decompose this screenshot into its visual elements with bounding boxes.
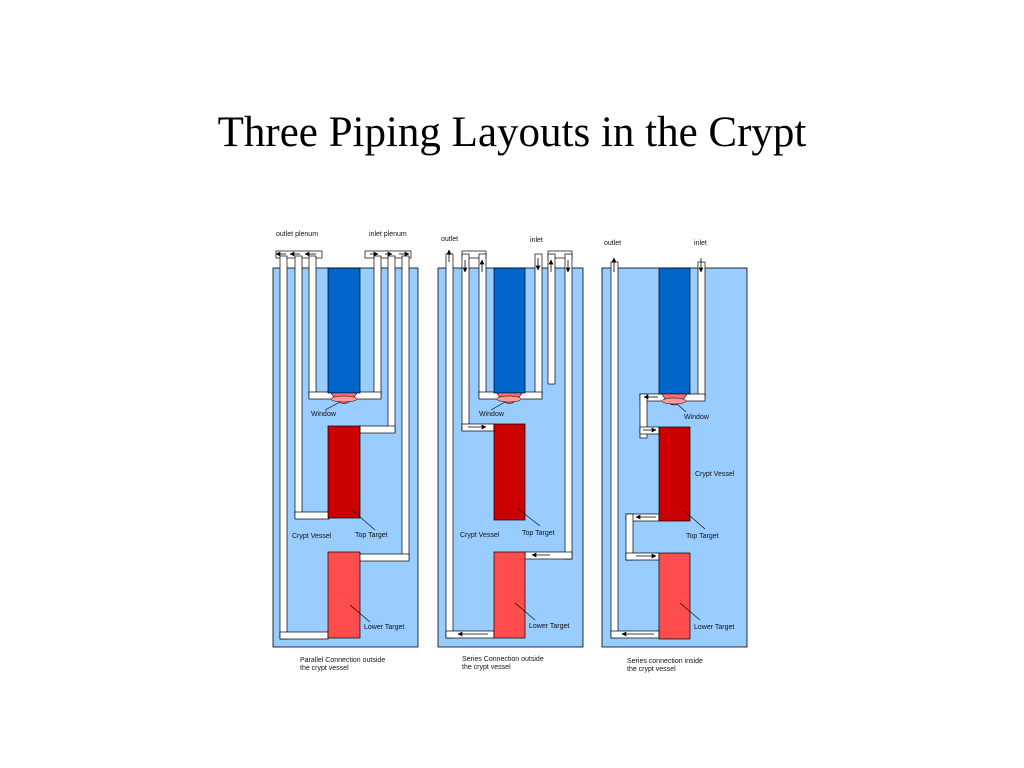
- caption-line-1: Series Connection outside: [462, 656, 544, 663]
- moderator-column: [493, 267, 526, 394]
- label-lower-target: Lower Target: [529, 623, 569, 630]
- window-leader: [324, 401, 341, 411]
- window-lens: [496, 395, 522, 403]
- caption-line-1: Parallel Connection outside: [300, 657, 385, 664]
- pipe-lower-target-out: [445, 630, 495, 639]
- label-window: Window: [684, 414, 710, 421]
- pipe-inlet-loop-down: [564, 253, 573, 560]
- lower-target: [658, 552, 691, 640]
- caption-line-2: the crypt vessel: [462, 664, 511, 671]
- pipe-outlet-1: [279, 255, 288, 640]
- pipe-inlet: [697, 261, 706, 399]
- label-crypt-vessel: Crypt Vessel: [695, 471, 735, 478]
- panel-series-outside: outlet inlet Window Crypt Vessel Top Tar…: [437, 236, 584, 671]
- label-outlet-plenum: outlet plenum: [276, 231, 318, 238]
- lower-target-leader: [514, 602, 536, 621]
- label-top-target: Top Target: [355, 532, 388, 539]
- label-outlet: outlet: [441, 236, 458, 243]
- top-target-leader: [351, 509, 376, 531]
- lower-target-leader: [679, 602, 701, 621]
- pipe-into-top-target: [639, 426, 660, 435]
- label-top-target: Top Target: [686, 533, 719, 540]
- pipe-inlet-1: [373, 255, 382, 397]
- label-outlet: outlet: [604, 240, 621, 247]
- pipe-top-target-in: [461, 423, 495, 432]
- label-lower-target: Lower Target: [364, 624, 404, 631]
- pipe-inlet-loop-up: [547, 253, 556, 385]
- label-inlet: inlet: [530, 237, 543, 244]
- slide-title: Three Piping Layouts in the Crypt: [217, 109, 807, 156]
- pipe-outlet: [610, 261, 619, 639]
- panel-parallel-outside: outlet plenum inlet plenum Window Crypt …: [272, 231, 419, 672]
- label-window: Window: [311, 411, 337, 418]
- label-inlet: inlet: [694, 240, 707, 247]
- pipe-outlet: [445, 253, 454, 639]
- panel-series-inside: outlet inlet Window Crypt Vessel Top Tar…: [601, 240, 748, 673]
- top-target: [327, 425, 361, 519]
- caption-line-2: the crypt vessel: [300, 665, 349, 672]
- pipe-lower-target-in: [358, 553, 410, 562]
- window-lens: [661, 397, 687, 405]
- pipe-top-target-out: [294, 511, 330, 520]
- label-crypt-vessel: Crypt Vessel: [292, 533, 332, 540]
- pipe-outlet-loop-up: [478, 253, 487, 396]
- moderator-column: [658, 267, 691, 395]
- pipe-outlet-3: [308, 255, 317, 397]
- label-crypt-vessel: Crypt Vessel: [460, 532, 500, 539]
- label-window: Window: [479, 411, 505, 418]
- pipe-top-target-in: [359, 425, 396, 434]
- pipe-top-target-out: [524, 551, 573, 560]
- pipe-left-down: [639, 393, 648, 439]
- window-leader: [490, 401, 506, 411]
- pipe-inlet-2: [387, 255, 396, 433]
- caption-line-1: Series connection inside: [627, 658, 703, 665]
- label-inlet-plenum: inlet plenum: [369, 231, 407, 238]
- lower-target-leader: [349, 604, 371, 623]
- top-target-leader: [516, 507, 541, 527]
- pipe-lower-target-out: [610, 630, 660, 639]
- pipe-outlet-loop-down: [461, 253, 470, 431]
- window-leader: [676, 403, 687, 413]
- pipe-inlet-3: [401, 255, 410, 561]
- pipe-outlet-2: [294, 255, 303, 518]
- pipe-lower-target-out: [279, 631, 329, 640]
- pipe-inlet: [534, 253, 543, 396]
- top-target: [658, 426, 691, 522]
- caption-line-2: the crypt vessel: [627, 666, 676, 673]
- pipe-into-lower-target: [625, 552, 660, 561]
- top-target-leader: [682, 509, 706, 530]
- label-top-target: Top Target: [522, 530, 555, 537]
- lower-target: [327, 551, 361, 639]
- moderator-column: [327, 267, 361, 394]
- label-lower-target: Lower Target: [694, 624, 734, 631]
- top-target: [493, 423, 526, 521]
- lower-target: [493, 551, 526, 639]
- window-lens: [330, 395, 358, 403]
